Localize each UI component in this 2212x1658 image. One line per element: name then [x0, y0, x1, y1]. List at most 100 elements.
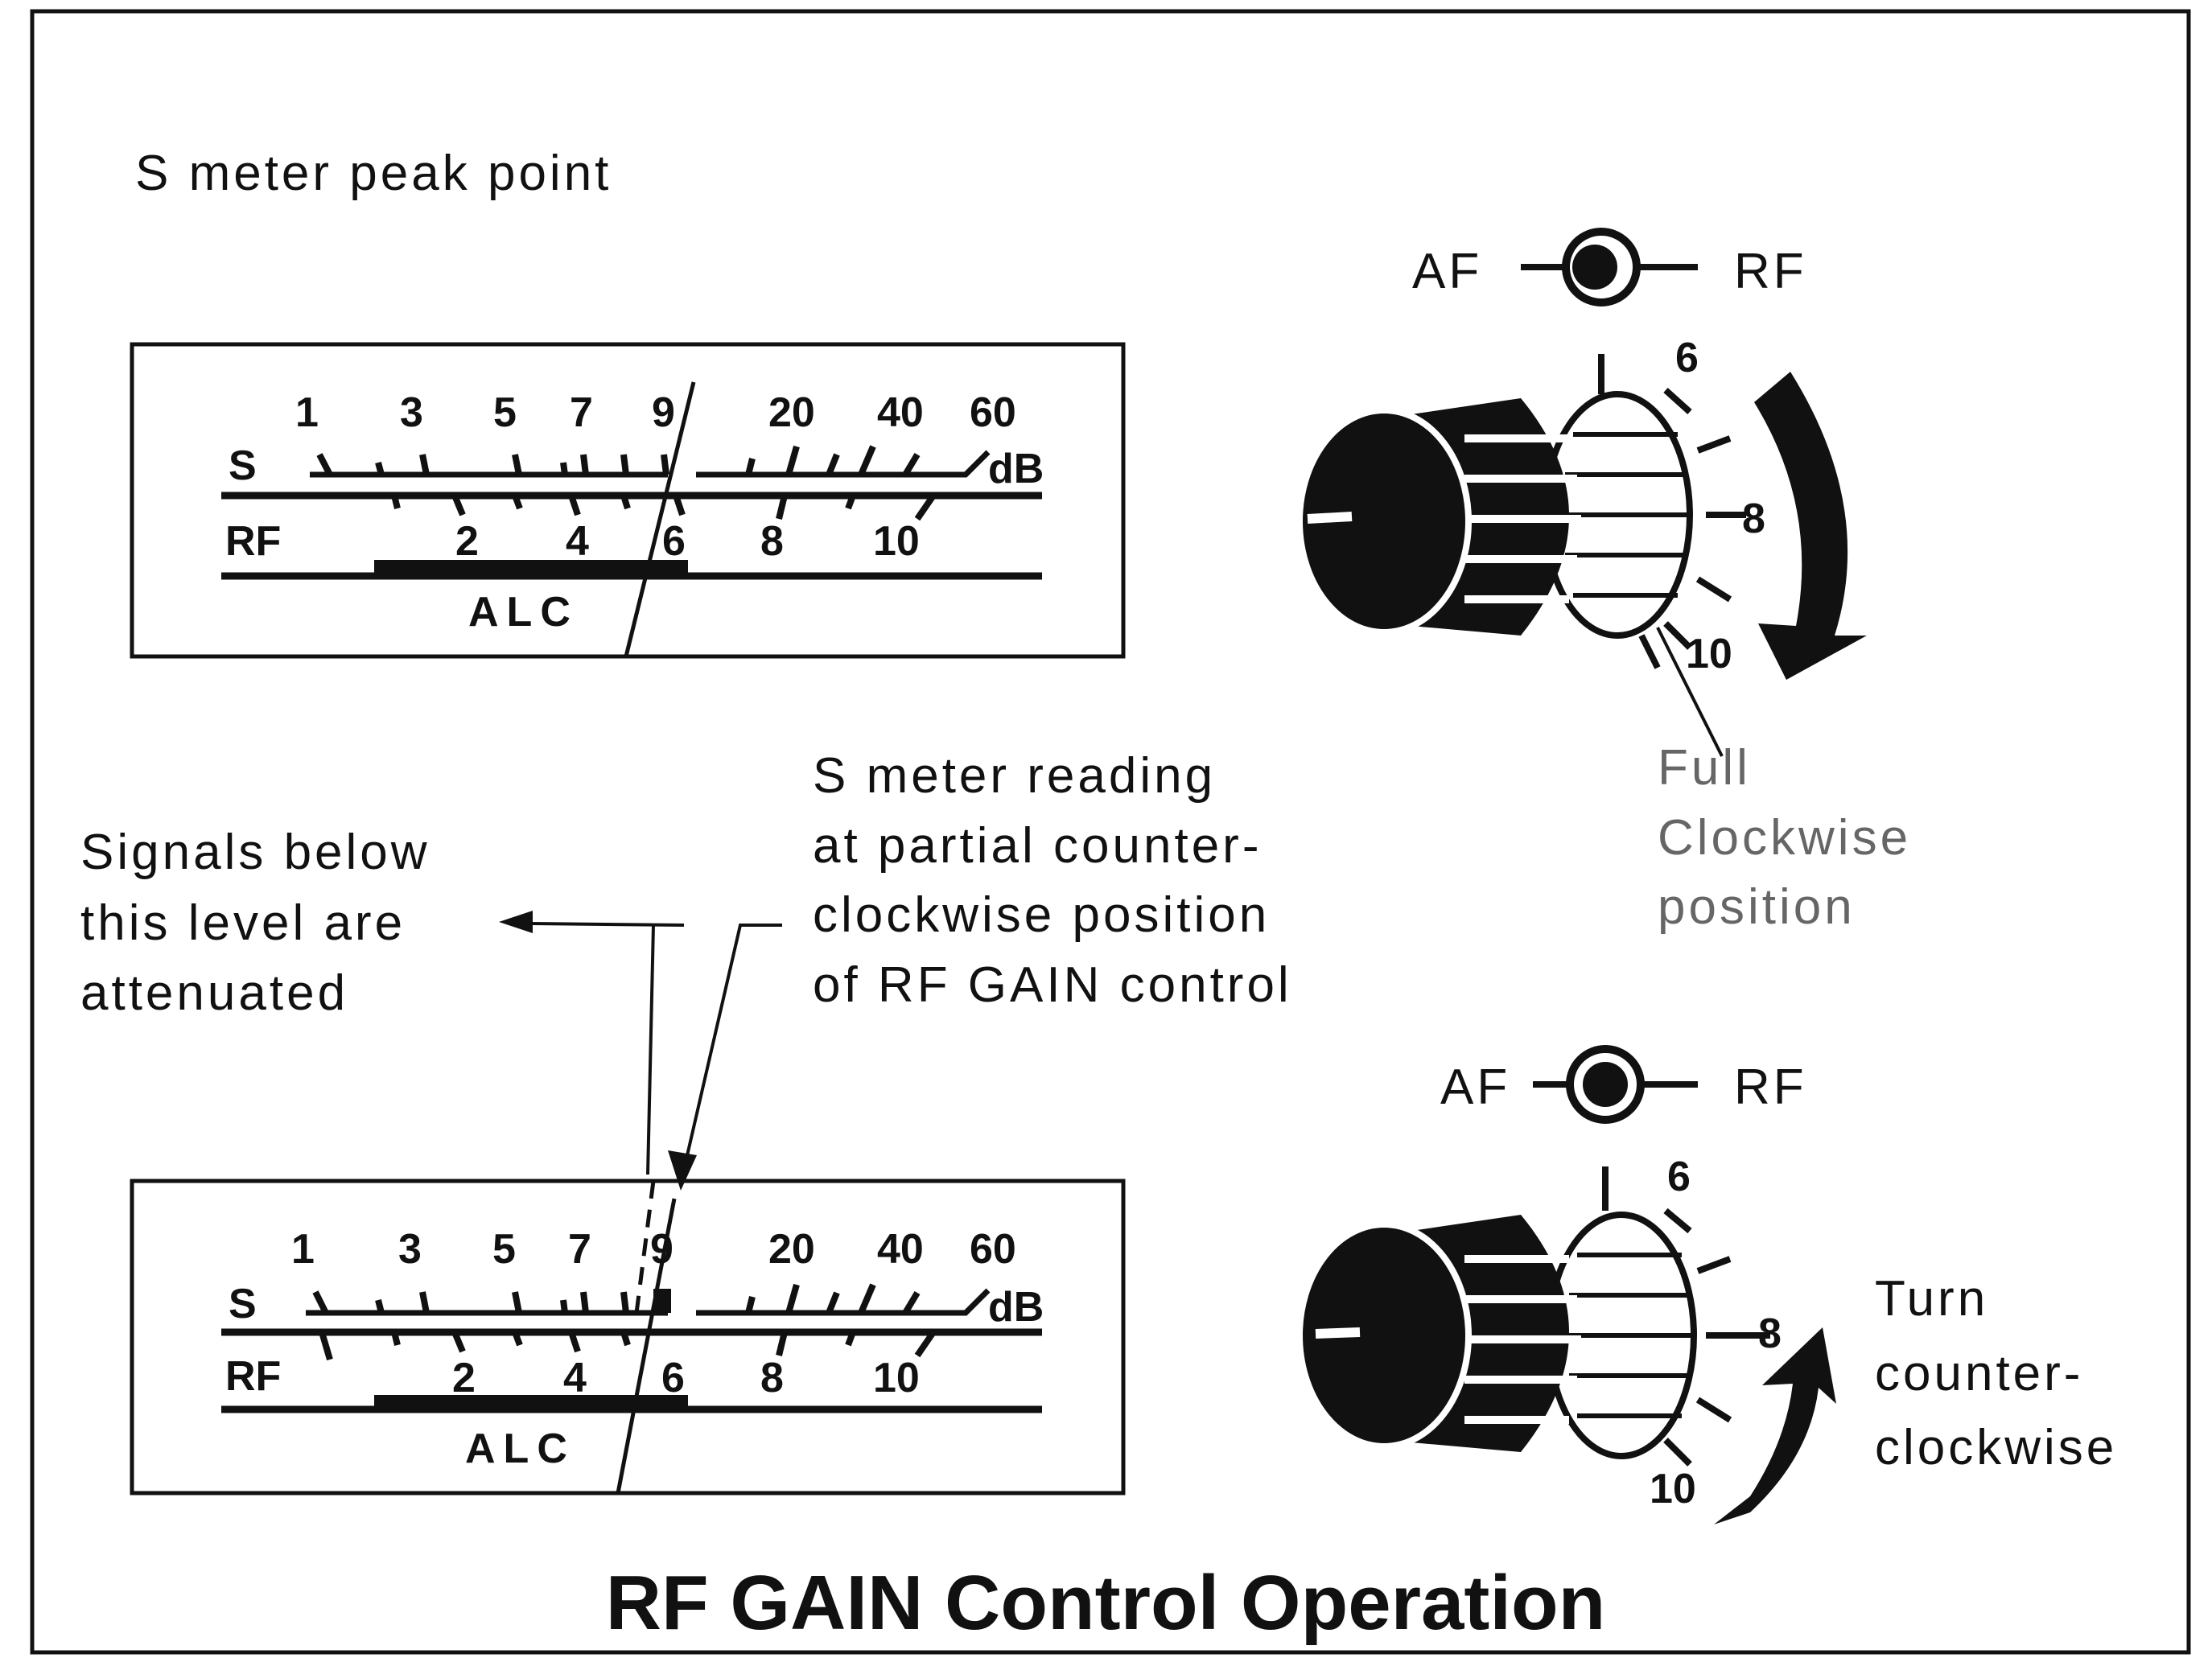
s-number: 5 [493, 389, 517, 436]
alc-label: ALC [465, 1426, 575, 1472]
rf-number: 10 [873, 1355, 920, 1401]
rf-switch-label: RF [1734, 244, 1807, 299]
reading-line-3: clockwise position [813, 887, 1270, 943]
af-label: AF [1440, 1059, 1510, 1115]
reading-line-1: S meter reading [813, 748, 1216, 804]
dial-mark-10: 10 [1686, 631, 1732, 677]
rf-tick [512, 1331, 523, 1347]
switch-dot [1572, 245, 1617, 290]
knob-top: 6 8 10 [1296, 335, 1867, 757]
rf-number: 10 [873, 518, 920, 565]
dial-tick [1696, 1256, 1732, 1274]
signals-below-line-1: Signals below [80, 825, 430, 880]
knob-pointer [1315, 1327, 1361, 1339]
db-tick [902, 1290, 921, 1315]
attenuated-arrowhead [499, 911, 533, 933]
knob-cap [1296, 1221, 1472, 1450]
meter-needle [624, 381, 696, 657]
rf-number: 2 [455, 518, 479, 565]
rf-tick [914, 1330, 937, 1358]
knob-grip-lines [1464, 434, 1581, 603]
db-label: dB [988, 446, 1044, 492]
reading-leader [684, 924, 782, 1163]
knob-bottom: 6 8 10 [1296, 1154, 1836, 1524]
dial-tick [1695, 576, 1732, 603]
rf-number: 4 [566, 518, 589, 565]
clockwise-arrow-icon [1754, 372, 1867, 680]
dial-mark-8: 8 [1742, 496, 1765, 542]
full-cw-line-1: Full [1658, 740, 1751, 796]
signals-below-line-2: this level are [80, 895, 406, 951]
rf-tick [776, 1331, 788, 1356]
rf-number: 8 [760, 518, 784, 565]
alc-label: ALC [468, 589, 579, 636]
reading-line-2: at partial counter- [813, 818, 1262, 874]
switch-bottom: AF RF [1440, 1045, 1807, 1124]
s-tick [512, 454, 522, 475]
db-tick [785, 1283, 800, 1314]
db-tick [858, 1283, 876, 1314]
dial-mark-10: 10 [1650, 1466, 1696, 1512]
dial-tick [1663, 621, 1692, 650]
s-number: 5 [492, 1226, 516, 1273]
s-number: 7 [570, 389, 593, 436]
rf-scale-ticks [391, 493, 937, 521]
dial-tick [1663, 1438, 1692, 1467]
dial-tick [1695, 1397, 1732, 1423]
dial-tick [1663, 1208, 1692, 1234]
s-tick [580, 454, 589, 475]
db-tick [745, 458, 756, 475]
reading-arrowhead [668, 1150, 697, 1191]
s-label: S [229, 442, 257, 489]
attenuated-leader [530, 922, 685, 927]
reading-line-4: of RF GAIN control [813, 957, 1292, 1013]
db-scale-arc [696, 1288, 991, 1316]
s-tick [316, 453, 333, 476]
rf-number: 4 [563, 1355, 587, 1401]
db-tick [826, 453, 840, 476]
s-tick [560, 462, 568, 475]
rf-tick [451, 494, 466, 516]
af-label: AF [1412, 244, 1482, 299]
s-tick [620, 454, 629, 475]
dial-tick [1663, 388, 1692, 414]
rf-tick [673, 494, 686, 516]
s-number: 9 [652, 389, 675, 436]
s-scale-ticks [316, 445, 921, 477]
turn-ccw-line-1: Turn [1875, 1271, 1988, 1327]
s-label: S [229, 1281, 257, 1327]
dial-tick [1638, 634, 1661, 669]
rf-number: 8 [760, 1355, 784, 1401]
rf-label: RF [225, 518, 281, 565]
meter-top: S dB RF ALC 1 3 5 7 9 20 40 60 2 4 6 8 1… [130, 342, 1126, 659]
dial-mark-6: 6 [1675, 335, 1699, 381]
knob-cap [1296, 407, 1472, 636]
rf-tick [512, 494, 523, 510]
rf-tick [620, 494, 631, 510]
s-tick [560, 1299, 568, 1314]
rf-tick [620, 1331, 631, 1347]
rf-switch-label: RF [1734, 1059, 1807, 1115]
db-tick [902, 452, 921, 477]
s-tick [375, 461, 385, 476]
outer-frame [30, 9, 2191, 1655]
s-number: 20 [768, 1226, 815, 1273]
meter-bottom: S dB RF ALC 1 3 5 7 9 20 40 60 2 4 6 8 1… [130, 1179, 1126, 1495]
dial-mark-8: 8 [1758, 1310, 1782, 1357]
rf-tick [776, 495, 788, 520]
db-scale-arc [696, 450, 991, 478]
rf-tick [391, 495, 401, 509]
s-number: 3 [400, 389, 423, 436]
db-tick [826, 1291, 840, 1314]
s-number: 1 [295, 389, 319, 436]
s-tick [312, 1290, 329, 1314]
s-tick [375, 1299, 385, 1314]
s-number: 7 [568, 1226, 591, 1273]
peak-point-caption: S meter peak point [135, 146, 612, 201]
s-number: 20 [768, 389, 815, 436]
s-number: 40 [877, 389, 924, 436]
counter-clockwise-arrow-icon [1714, 1327, 1836, 1524]
dial-mark-6: 6 [1667, 1154, 1691, 1200]
switch-top: AF RF [1412, 228, 1807, 307]
